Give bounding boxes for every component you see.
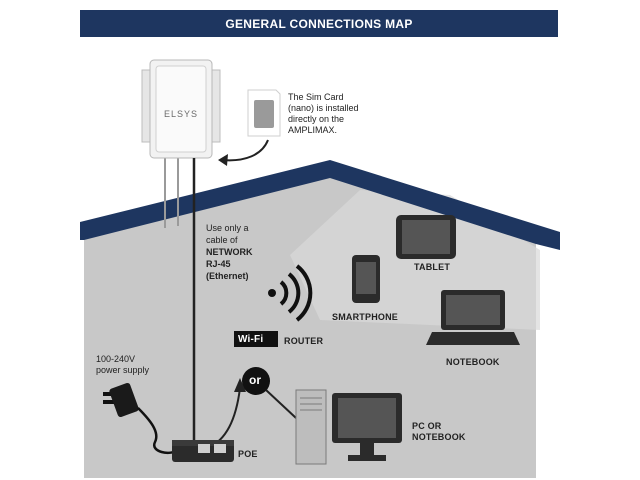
title-bar: GENERAL CONNECTIONS MAP [80,10,558,37]
sim-note-line: AMPLIMAX. [288,125,338,135]
pc-label-line: NOTEBOOK [412,432,466,442]
cable-note-line: NETWORK [206,247,253,257]
mast [164,150,179,228]
smartphone-label: SMARTPHONE [332,312,399,322]
wifi-badge [234,331,278,347]
smartphone-icon [352,255,380,303]
pc-label: PC OR NOTEBOOK [412,421,466,443]
tablet-label: TABLET [414,262,451,272]
power-adapter-icon [103,382,179,454]
tablet-icon [396,215,456,259]
or-label: or [249,373,261,387]
device-brand: ELSYS [164,109,198,119]
page-title: GENERAL CONNECTIONS MAP [225,16,413,31]
monitor-icon [332,393,402,461]
house-roof [80,160,560,250]
poe-label: POE [238,449,258,459]
cable-note-line: Use only a [206,223,249,233]
poe-injector [172,440,234,462]
wifi-label: Wi-Fi [238,334,264,345]
notebook-label: NOTEBOOK [446,357,500,367]
sim-card-icon [247,89,281,137]
power-note-line: 100-240V [96,354,136,364]
pc-label-line: PC OR [412,421,442,431]
sim-note: The Sim Card (nano) is installed directl… [288,92,378,136]
router-label: ROUTER [284,336,324,346]
sim-note-line: directly on the [288,114,345,124]
pc-cable [265,389,297,419]
amplimax-device: ELSYS [141,59,221,159]
sim-arrow [221,139,269,162]
pc-tower-icon [295,389,327,465]
or-circle [242,367,270,395]
power-note-line: power supply [96,365,150,375]
cable-note-line: RJ-45 [206,259,231,269]
cable-note: Use only a cable of NETWORK RJ-45 (Ether… [206,222,276,282]
cable-note-line: cable of [206,235,238,245]
power-note: 100-240V power supply [96,354,176,376]
notebook-icon [426,290,520,345]
cable-note-line: (Ethernet) [206,271,249,281]
sim-note-line: (nano) is installed [288,103,359,113]
sim-note-line: The Sim Card [288,92,344,102]
wifi-signal-icon [268,264,313,322]
